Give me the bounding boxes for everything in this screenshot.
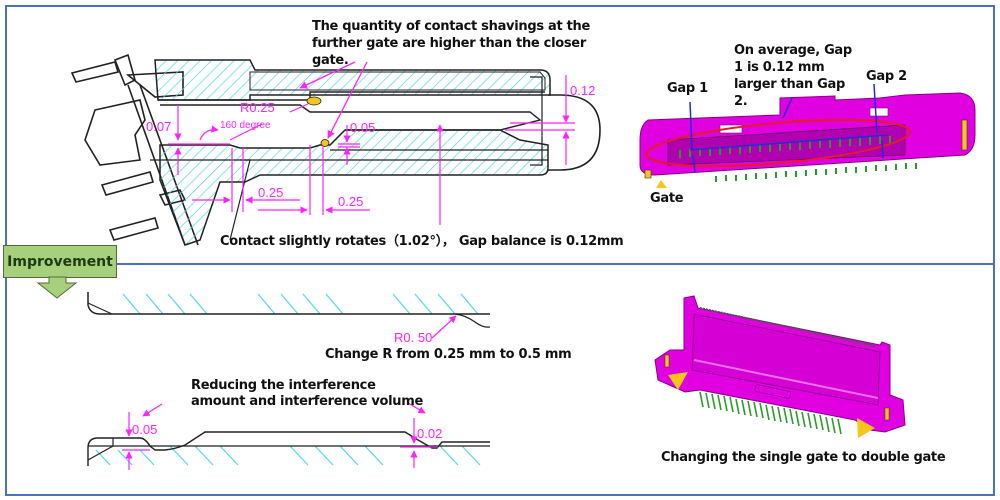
- housing-nose: [548, 94, 601, 171]
- pins-lower: [715, 163, 917, 182]
- double-gate-note: Changing the single gate to double gate: [661, 450, 946, 465]
- interference-note-line1: Reducing the interference: [191, 378, 376, 393]
- leader-far-gate: [299, 61, 356, 89]
- radius-change-note: Change R from 0.25 mm to 0.5 mm: [325, 347, 572, 362]
- gap2-label: Gap 2: [866, 69, 907, 84]
- dimension-0-05-improved: 0.05: [132, 422, 157, 437]
- shaving-point-near: [320, 139, 330, 147]
- improvement-label: Improvement: [7, 253, 113, 270]
- gate-marker-right-icon: [857, 418, 875, 438]
- housing-tip-line: [530, 76, 543, 166]
- improved-profile-radius: [87, 292, 491, 339]
- gap-lines: [689, 83, 889, 173]
- radius-dimension: R0.25: [240, 100, 275, 115]
- double-gate-pins: [699, 391, 842, 435]
- gate-marker-icon: [656, 180, 667, 188]
- radius-dimension-improved: R0. 50: [394, 330, 432, 345]
- leader-near-gate: [327, 61, 368, 139]
- dimension-0-05: 0.05: [350, 120, 375, 135]
- gap-average-note: On average, Gap 1 is 0.12 mm larger than…: [734, 43, 852, 109]
- gap1-label: Gap 1: [667, 81, 708, 96]
- dimension-0-12: 0.12: [570, 83, 595, 98]
- connector-double-gate: [654, 295, 906, 435]
- shaving-point-far: [306, 96, 322, 106]
- dimension-0-25-b: 0.25: [338, 194, 363, 209]
- dimension-0-02-improved: 0.02: [417, 426, 442, 441]
- leader-radius: [289, 103, 309, 113]
- gate-marker-left-icon: [668, 372, 688, 390]
- improvement-banner: Improvement: [3, 245, 117, 278]
- gap-highlight-ellipse: [645, 118, 911, 168]
- dimension-lines: [168, 75, 575, 225]
- rotation-note: Contact slightly rotates（1.02°）， Gap bal…: [220, 234, 624, 249]
- gate-label: Gate: [650, 191, 684, 206]
- angle-dimension: 160 degree: [220, 120, 271, 131]
- dimension-0-07: 0.07: [146, 119, 171, 134]
- interference-note-line2: amount and interference volume: [191, 394, 423, 409]
- shavings-note: The quantity of contact shavings at the …: [312, 19, 590, 68]
- dimension-0-25-a: 0.25: [258, 185, 283, 200]
- improved-profile-interference: [87, 402, 490, 470]
